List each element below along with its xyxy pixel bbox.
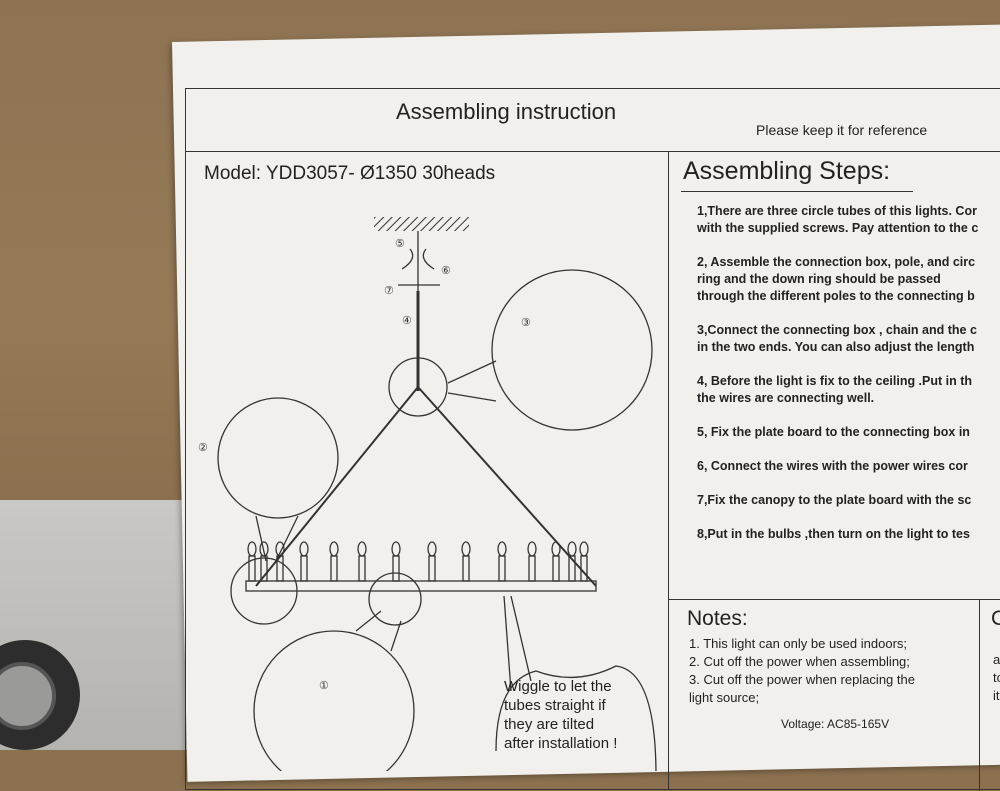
assembly-diagram: ⑤ ⑥ ⑦ ④ ③ ② ① <box>198 217 657 771</box>
candle <box>552 555 560 582</box>
callout-3: ③ <box>521 317 531 329</box>
callout-5: ⑤ <box>395 238 405 250</box>
wiggle-note: Wiggle to let the tubes straight if they… <box>504 678 618 752</box>
step-5: 5, Fix the plate board to the connecting… <box>697 425 970 439</box>
steps-column: Assembling Steps: 1,There are three circ… <box>669 151 1000 791</box>
speech-bubble <box>495 665 657 771</box>
bulb <box>427 541 437 557</box>
candles <box>247 541 589 582</box>
bulb <box>275 541 285 557</box>
step-6: 6, Connect the wires with the power wire… <box>697 459 968 473</box>
detail-circle-2 <box>217 397 339 519</box>
callout-6: ⑥ <box>441 265 451 277</box>
bulb <box>551 541 561 557</box>
document-title: Assembling instruction <box>396 99 617 124</box>
candle <box>498 555 506 582</box>
side-section-title: C <box>991 607 1000 630</box>
bulb <box>527 541 537 557</box>
step-4: 4, Before the light is fix to the ceilin… <box>697 374 973 405</box>
callout-7: ⑦ <box>384 285 394 297</box>
bulb <box>579 541 589 557</box>
step-2: 2, Assemble the connection box, pole, an… <box>697 255 976 303</box>
notes-title: Notes: <box>687 607 748 630</box>
candle <box>580 555 588 582</box>
step-7: 7,Fix the canopy to the plate board with… <box>697 493 972 507</box>
candle <box>528 555 536 582</box>
bulb <box>329 541 339 557</box>
bulb <box>357 541 367 557</box>
bottom-ring <box>245 580 597 592</box>
bulb <box>247 541 257 557</box>
callout-4: ④ <box>402 315 412 327</box>
model-label: Model: YDD3057- Ø1350 30heads <box>204 163 496 184</box>
detail-circle-1 <box>253 630 415 771</box>
detail-circle-center <box>388 357 448 417</box>
instruction-frame: Assembling instruction Please keep it fo… <box>185 88 1000 791</box>
candle <box>358 555 366 582</box>
bulb <box>461 541 471 557</box>
candle <box>330 555 338 582</box>
detail-circle-3 <box>491 269 653 431</box>
candle <box>462 555 470 582</box>
candle <box>428 555 436 582</box>
step-1: 1,There are three circle tubes of this l… <box>697 204 979 235</box>
bulb <box>391 541 401 557</box>
keep-note: Please keep it for reference <box>756 122 928 138</box>
bulb <box>259 541 269 557</box>
steps-title: Assembling Steps: <box>683 157 891 185</box>
voltage-spec: Voltage: AC85-165V <box>781 717 890 731</box>
candle <box>392 555 400 582</box>
header-divider <box>186 151 1000 152</box>
bulb <box>497 541 507 557</box>
notes-list: 1. This light can only be used indoors;2… <box>689 636 915 705</box>
steps-list: 1,There are three circle tubes of this l… <box>697 203 1000 560</box>
callout-1: ① <box>319 680 329 692</box>
step-3: 3,Connect the connecting box , chain and… <box>697 323 977 354</box>
side-section-fragments: artcit <box>993 652 1000 703</box>
candle <box>300 555 308 582</box>
bulb <box>299 541 309 557</box>
callout-2: ② <box>198 442 208 454</box>
ceiling-mount <box>374 217 469 291</box>
column-divider <box>668 151 669 789</box>
step-8: 8,Put in the bulbs ,then turn on the lig… <box>697 527 970 541</box>
bulb <box>567 541 577 557</box>
